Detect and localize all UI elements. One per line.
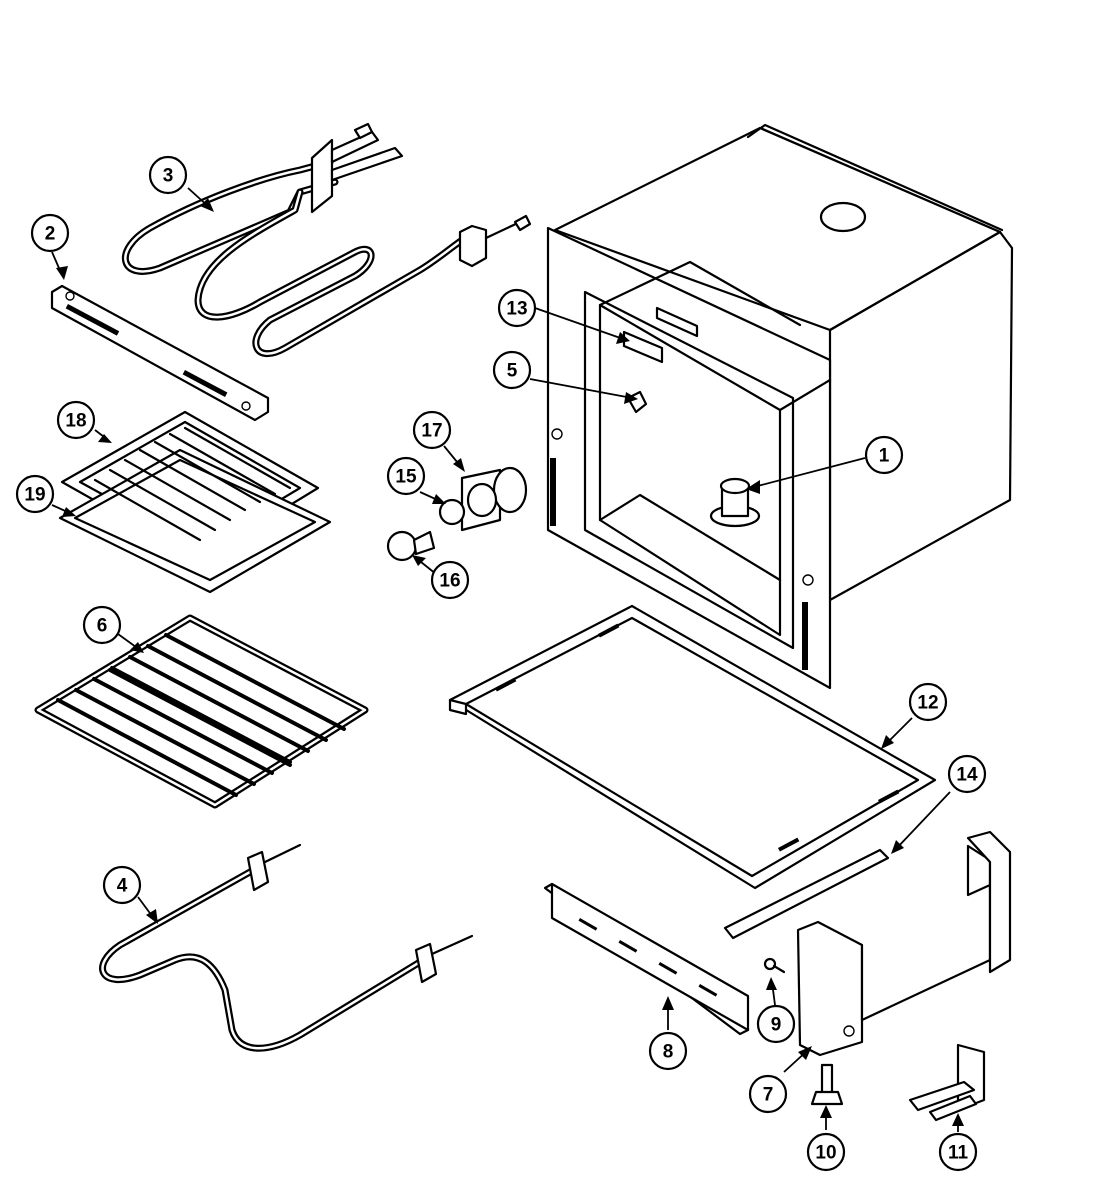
callout-16: 16 xyxy=(430,560,470,600)
bake-element xyxy=(99,843,474,1052)
callout-17: 17 xyxy=(412,410,452,450)
callout-19: 19 xyxy=(15,474,55,514)
callout-11: 11 xyxy=(938,1132,978,1172)
support-bracket xyxy=(796,830,1012,1057)
callout-label: 16 xyxy=(439,571,460,592)
callout-label: 13 xyxy=(506,299,527,320)
callout-5: 5 xyxy=(492,350,532,390)
callout-label: 12 xyxy=(917,693,938,714)
callout-label: 4 xyxy=(117,876,128,897)
leader-lines xyxy=(51,187,964,1132)
callout-1: 1 xyxy=(864,435,904,475)
broil-element xyxy=(121,122,532,358)
callout-label: 19 xyxy=(24,485,45,506)
callout-2: 2 xyxy=(30,213,70,253)
callout-3: 3 xyxy=(148,155,188,195)
callout-6: 6 xyxy=(82,605,122,645)
oven-rack xyxy=(34,614,369,809)
callout-label: 15 xyxy=(395,467,417,488)
leveling-leg xyxy=(810,1063,844,1106)
callout-label: 3 xyxy=(163,166,174,187)
screw xyxy=(763,957,786,974)
callout-4: 4 xyxy=(102,865,142,905)
callout-label: 18 xyxy=(65,411,86,432)
callout-9: 9 xyxy=(756,1004,796,1044)
oven-cavity xyxy=(546,123,1014,690)
callout-label: 5 xyxy=(507,361,518,382)
callout-18: 18 xyxy=(56,400,96,440)
anti-tip-bracket xyxy=(908,1043,986,1122)
callout-14: 14 xyxy=(947,754,987,794)
callout-label: 11 xyxy=(948,1143,969,1164)
callout-label: 10 xyxy=(815,1143,836,1164)
broil-pan-and-insert xyxy=(58,410,332,594)
callout-label: 17 xyxy=(421,421,442,442)
callout-12: 12 xyxy=(908,682,948,722)
callout-label: 2 xyxy=(45,224,56,245)
rack-support xyxy=(50,284,270,422)
callout-label: 9 xyxy=(771,1015,782,1036)
bottom-panel xyxy=(448,604,937,890)
callout-10: 10 xyxy=(806,1132,846,1172)
callout-15: 15 xyxy=(386,456,426,496)
callout-label: 1 xyxy=(879,446,890,467)
callout-7: 7 xyxy=(748,1074,788,1114)
callout-label: 7 xyxy=(763,1085,774,1106)
oven-light-assembly xyxy=(386,466,528,562)
callout-label: 14 xyxy=(956,765,978,786)
callout-label: 8 xyxy=(663,1042,674,1063)
callout-label: 6 xyxy=(97,616,108,637)
vent-panel xyxy=(543,882,750,1036)
trim-strip xyxy=(723,848,890,940)
callout-13: 13 xyxy=(497,288,537,328)
callout-8: 8 xyxy=(648,1031,688,1071)
